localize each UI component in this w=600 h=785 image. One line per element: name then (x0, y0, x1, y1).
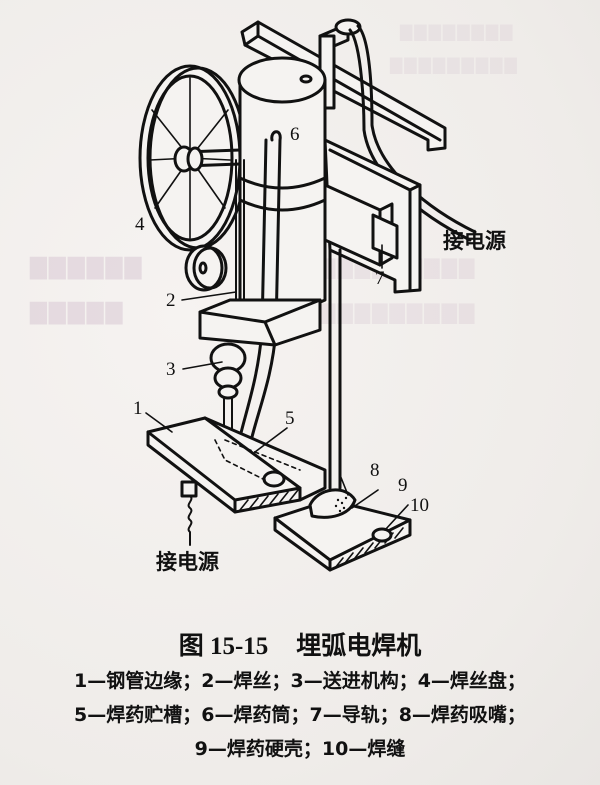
pipe-edge-left (146, 416, 327, 546)
bleed-through-text: ▇▇▇▇▇▇ (30, 255, 144, 280)
feed-mechanism (209, 342, 247, 441)
feed-roller (184, 244, 228, 292)
part-label-8: 8 (370, 460, 380, 481)
bleed-through-text: ▇▇▇▇▇▇▇▇ (400, 22, 515, 41)
bleed-through-text: ▇▇▇▇▇ (30, 300, 125, 325)
power-connection-label-top: 接电源 (443, 229, 506, 253)
part-label-9: 9 (398, 475, 408, 496)
leader-lines (145, 244, 409, 531)
part-label-2: 2 (166, 290, 176, 311)
figure-number: 图 15-15 (178, 633, 269, 660)
part-label-5: 5 (285, 408, 295, 429)
welding-wire (235, 159, 245, 321)
part-label-3: 3 (166, 359, 176, 380)
flux-cylinder (236, 56, 327, 447)
part-label-7: 7 (375, 268, 385, 289)
flux-suction-hose (348, 24, 477, 242)
feed-block (198, 298, 322, 347)
guide-rail-plate (323, 138, 422, 294)
figure-caption-line-3: 9—焊药硬壳；10—焊缝 (194, 738, 406, 760)
bleed-through-text: ▇▇▇▇▇▇▇▇▇ (320, 300, 477, 324)
nozzle-tube (328, 248, 342, 490)
part-label-4: 4 (135, 214, 145, 235)
figure-title: 图 15-15 埋弧电焊机 (0, 626, 600, 662)
figure-name: 埋弧电焊机 (296, 631, 422, 660)
power-connection-label-bottom: 接电源 (156, 550, 219, 574)
submerged-arc-welder-diagram (138, 18, 477, 572)
part-label-1: 1 (133, 398, 143, 419)
bleed-through-text: ▇▇▇▇▇▇▇▇▇ (390, 55, 519, 74)
part-label-10: 10 (410, 495, 429, 516)
part-label-6: 6 (290, 124, 300, 145)
wire-reel (138, 64, 248, 252)
pipe-edge-right (273, 488, 412, 572)
figure-caption-line-1: 1—钢管边缘；2—焊丝；3—送进机构；4—焊丝盘； (74, 670, 526, 692)
figure-caption-line-2: 5—焊药贮槽；6—焊药筒；7—导轨；8—焊药吸嘴； (74, 704, 526, 726)
